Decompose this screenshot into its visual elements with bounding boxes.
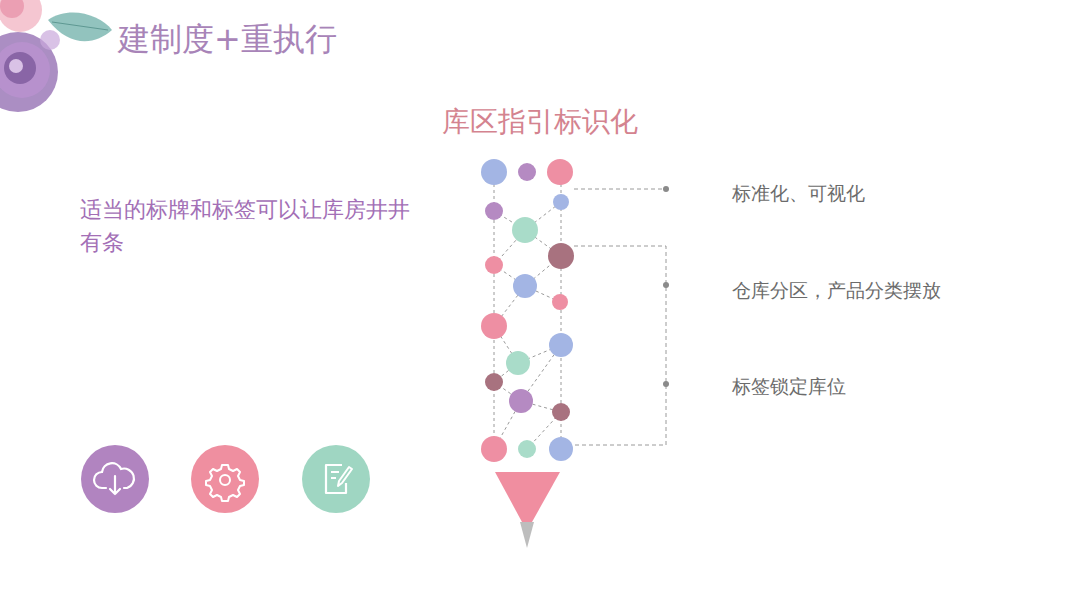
callout-label: 标准化、可视化 (732, 179, 865, 208)
pencil-network (494, 172, 561, 449)
callout-label: 标签锁定库位 (732, 372, 846, 401)
section-heading: 库区指引标识化 (442, 101, 638, 143)
title-holder: 建制度+重执行 (118, 18, 337, 62)
pencil-tip (495, 472, 560, 548)
icon-gear (191, 445, 259, 513)
callout-label: 仓库分区，产品分类摆放 (732, 276, 941, 305)
label-holder: 标签锁定库位 (732, 372, 846, 401)
flower-decoration (0, 0, 112, 112)
label-holder: 标准化、可视化 (732, 179, 865, 208)
leader-dots (663, 186, 669, 387)
description-text: 适当的标牌和标签可以让库房井井有条 (80, 193, 420, 259)
pencil-dots (481, 159, 574, 462)
icon-document (302, 445, 370, 513)
label-holder: 适当的标牌和标签可以让库房井井有条 (80, 193, 420, 259)
slide-title: 建制度+重执行 (118, 18, 337, 62)
label-holder: 库区指引标识化 (442, 101, 638, 143)
icon-cloud (81, 445, 149, 513)
leader-lines (574, 189, 666, 445)
label-holder: 仓库分区，产品分类摆放 (732, 276, 941, 305)
